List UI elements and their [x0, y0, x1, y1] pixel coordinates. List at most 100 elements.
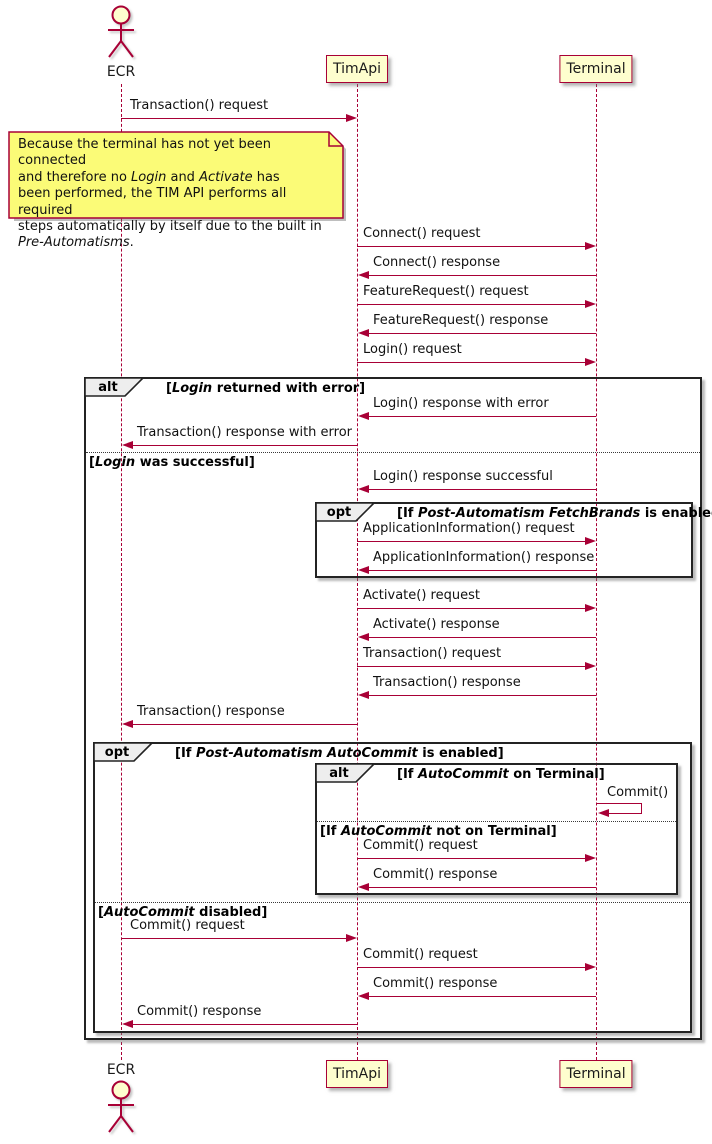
frame-header-pentagon — [84, 377, 145, 397]
message-label: Activate() response — [373, 617, 500, 632]
note-shape — [8, 131, 346, 221]
message-arrowhead — [358, 412, 369, 420]
participant-box-terminal-top: Terminal — [559, 55, 633, 83]
message-label: Commit() response — [137, 1004, 262, 1019]
message-label: Commit() request — [363, 947, 478, 962]
note: Because the terminal has not yet been co… — [8, 131, 346, 250]
message-line — [368, 489, 596, 490]
frame-guard: [Login returned with error] — [166, 381, 366, 396]
message-line — [368, 637, 596, 638]
self-message-arrowhead — [598, 809, 609, 817]
message-arrowhead — [585, 242, 596, 250]
message-line — [368, 887, 596, 888]
message-arrowhead — [585, 662, 596, 670]
frame-opt-2: opt [If Post-Automatism FetchBrands is en… — [315, 502, 712, 578]
message-label: ApplicationInformation() response — [373, 550, 595, 565]
message-line — [357, 608, 585, 609]
message-arrowhead — [585, 358, 596, 366]
self-message-line-right — [641, 803, 642, 814]
frame-guard: [If Post-Automatism AutoCommit is enable… — [175, 746, 504, 761]
note-text: Because the terminal has not yet been co… — [18, 137, 336, 252]
message-line — [368, 275, 596, 276]
frame-guard: [If Post-Automatism FetchBrands is enabl… — [397, 506, 712, 521]
message-line — [368, 570, 596, 571]
message-label: Login() response with error — [373, 396, 549, 411]
divider-label: [If AutoCommit not on Terminal] — [320, 824, 557, 839]
message-arrowhead — [358, 329, 369, 337]
frame-header-pentagon — [315, 763, 376, 783]
message-label: Commit() — [607, 785, 669, 800]
message-arrowhead — [585, 604, 596, 612]
message-line — [368, 695, 596, 696]
message-line — [357, 666, 585, 667]
message-arrowhead — [346, 114, 357, 122]
frame-operator-label: alt — [329, 766, 349, 781]
message-arrowhead — [346, 934, 357, 942]
message-line — [121, 938, 346, 939]
message-label: Commit() request — [363, 838, 478, 853]
note-line: steps automatically by itself due to the… — [18, 219, 322, 235]
divider-label: [Login was successful] — [89, 455, 255, 470]
message-arrowhead — [358, 883, 369, 891]
self-message-line-bottom — [606, 813, 642, 814]
participant-box-timapi-top: TimApi — [325, 55, 389, 83]
actor-ecr-top — [103, 5, 139, 65]
participant-box-timapi-bottom: TimApi — [325, 1060, 389, 1088]
message-arrowhead — [358, 271, 369, 279]
message-label: Commit() request — [130, 918, 245, 933]
message-arrowhead — [358, 633, 369, 641]
message-line — [368, 333, 596, 334]
lifeline-terminal — [596, 84, 597, 1060]
frame-operator-label: opt — [104, 745, 130, 760]
message-line — [357, 541, 585, 542]
message-label: Connect() response — [373, 255, 501, 270]
message-label: Connect() request — [363, 226, 481, 241]
frame-guard: [If AutoCommit on Terminal] — [397, 767, 605, 782]
message-label: Commit() response — [373, 867, 498, 882]
message-arrowhead — [358, 566, 369, 574]
section-divider — [95, 902, 690, 903]
note-line: Pre-Automatisms. — [18, 235, 134, 251]
message-arrowhead — [585, 300, 596, 308]
message-label: Transaction() request — [363, 646, 502, 661]
message-label: Commit() response — [373, 976, 498, 991]
frame-operator-label: opt — [326, 505, 352, 520]
actor-label-ecr-bottom: ECR — [106, 1062, 136, 1078]
frame-header-pentagon — [315, 502, 376, 522]
frame-alt-1: alt [Login returned with error] [Login was… — [84, 377, 702, 1040]
message-label: Transaction() response — [373, 675, 521, 690]
message-line — [121, 118, 346, 119]
note-line: been performed, the TIM API performs all… — [18, 186, 287, 218]
frame-alt-4: alt [If AutoCommit on Terminal] [If AutoCo… — [315, 763, 678, 895]
message-arrowhead — [122, 1020, 133, 1028]
frame-opt-3: opt [If Post-Automatism AutoCommit is ena… — [93, 742, 692, 1033]
message-arrowhead — [585, 537, 596, 545]
actor-ecr-bottom — [103, 1080, 139, 1140]
message-arrowhead — [358, 485, 369, 493]
message-line — [357, 246, 585, 247]
message-line — [132, 724, 357, 725]
message-line — [357, 304, 585, 305]
message-label: Login() response successful — [373, 469, 553, 484]
divider-label: [AutoCommit disabled] — [98, 905, 268, 920]
message-label: Transaction() response — [137, 704, 285, 719]
message-label: Login() request — [363, 342, 462, 357]
frame-operator-label: alt — [98, 380, 118, 395]
message-line — [368, 416, 596, 417]
message-label: Transaction() response with error — [137, 425, 353, 440]
message-arrowhead — [122, 441, 133, 449]
message-arrowhead — [358, 992, 369, 1000]
message-line — [368, 996, 596, 997]
message-label: FeatureRequest() request — [363, 284, 529, 299]
message-label: Transaction() request — [130, 98, 269, 113]
note-line: and therefore no Login and Activate has — [18, 169, 280, 185]
frame-header-pentagon — [93, 742, 154, 762]
message-line — [357, 362, 585, 363]
lifeline-timapi — [357, 84, 358, 1060]
message-label: Activate() request — [363, 588, 480, 603]
message-line — [132, 1024, 357, 1025]
